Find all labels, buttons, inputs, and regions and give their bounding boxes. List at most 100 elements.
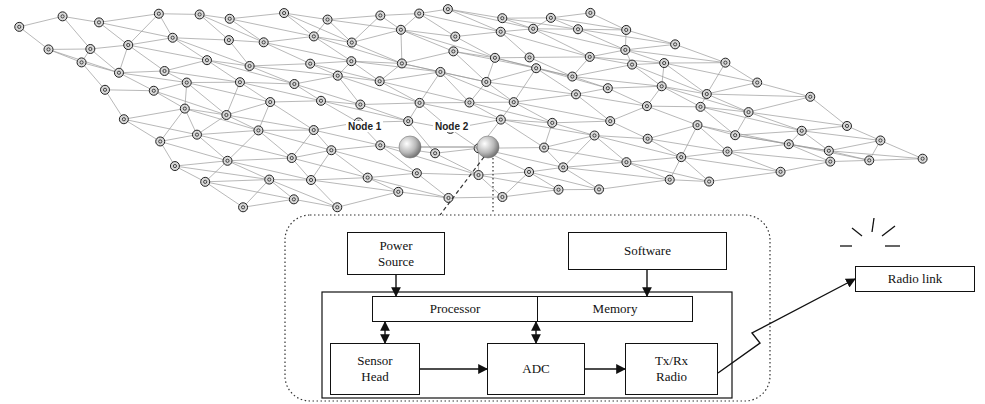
- mesh-node: [86, 44, 95, 53]
- mesh-link: [269, 180, 337, 208]
- mesh-node-mark: [454, 35, 457, 38]
- mesh-node: [307, 176, 316, 185]
- mesh-link: [331, 145, 380, 150]
- mesh-link: [258, 130, 313, 131]
- mesh-node: [327, 146, 336, 155]
- mesh-node-mark: [89, 47, 92, 50]
- mesh-link: [119, 71, 165, 73]
- mesh-node: [642, 102, 651, 111]
- mesh-node-mark: [535, 67, 538, 70]
- mesh-node-mark: [527, 170, 530, 173]
- mesh-node-mark: [163, 69, 166, 72]
- mesh-node-mark: [660, 85, 663, 88]
- mesh-node-mark: [845, 124, 848, 127]
- mesh-node: [309, 32, 318, 41]
- mesh-link: [610, 106, 647, 121]
- mesh-node-mark: [756, 81, 759, 84]
- mesh-link: [207, 60, 294, 84]
- mesh-node-mark: [624, 48, 627, 51]
- mesh-node: [149, 86, 158, 95]
- mesh-node-mark: [228, 17, 231, 20]
- mesh-node: [280, 9, 289, 18]
- mesh-node-mark: [226, 159, 229, 162]
- mesh-node-mark: [269, 100, 272, 103]
- mesh-node: [784, 140, 793, 149]
- mesh-link: [576, 94, 647, 106]
- mesh-node-mark: [868, 159, 871, 162]
- mesh-node: [723, 147, 732, 156]
- mesh-node-mark: [18, 25, 21, 28]
- mesh-link: [448, 9, 533, 29]
- mesh-link: [529, 172, 558, 190]
- connector-arrow: [384, 322, 385, 343]
- mesh-node-mark: [439, 70, 442, 73]
- mesh-node: [490, 53, 499, 62]
- mesh-node: [449, 47, 458, 56]
- mesh-node-mark: [397, 190, 400, 193]
- mesh-link: [227, 161, 269, 180]
- mesh-link: [455, 37, 495, 58]
- memory-box: Memory: [537, 296, 693, 322]
- mesh-link: [99, 22, 173, 37]
- connector-arrow: [535, 322, 536, 343]
- mesh-node: [317, 96, 326, 105]
- mesh-link: [419, 14, 501, 32]
- mesh-node-mark: [593, 134, 596, 137]
- box-text: Memory: [593, 301, 638, 317]
- mesh-link: [352, 43, 402, 64]
- mesh-node: [797, 126, 806, 135]
- mesh-link: [63, 16, 91, 49]
- mesh-node-mark: [625, 161, 628, 164]
- mesh-node: [574, 25, 583, 34]
- mesh-node: [15, 22, 24, 31]
- mesh-node-mark: [501, 195, 504, 198]
- mesh-node-mark: [562, 166, 565, 169]
- mesh-node-mark: [674, 43, 677, 46]
- mesh-node: [824, 146, 833, 155]
- mesh-link: [830, 160, 869, 161]
- mesh-link: [264, 42, 311, 63]
- mesh-node: [585, 52, 594, 61]
- mesh-link: [207, 60, 250, 66]
- mesh-link: [240, 82, 321, 101]
- mesh-link: [551, 13, 590, 18]
- mesh-node-mark: [418, 12, 421, 15]
- mesh-link: [420, 72, 441, 103]
- mesh-link: [352, 30, 401, 43]
- mesh-node: [201, 177, 210, 186]
- mesh-link: [338, 76, 361, 105]
- mesh-node-mark: [597, 188, 600, 191]
- mesh-link: [502, 172, 529, 197]
- mesh-node: [431, 149, 440, 158]
- mesh-node-mark: [268, 178, 271, 181]
- mesh-link: [207, 60, 240, 82]
- mesh-link: [626, 157, 681, 162]
- mesh-link: [647, 106, 698, 125]
- mesh-link: [165, 60, 207, 71]
- radio-box: Tx/Rx Radio: [625, 343, 718, 395]
- mesh-link: [681, 152, 727, 158]
- mesh-link: [310, 64, 379, 82]
- mesh-link: [420, 102, 470, 103]
- mesh-link: [368, 178, 449, 198]
- mesh-link: [292, 158, 368, 178]
- mesh-node-mark: [262, 41, 265, 44]
- mesh-link: [380, 14, 419, 16]
- mesh-node: [222, 111, 231, 120]
- mesh-link: [240, 82, 270, 102]
- mesh-link: [728, 152, 831, 162]
- mesh-node-mark: [195, 133, 198, 136]
- mesh-node-mark: [198, 13, 201, 16]
- mesh-link: [226, 115, 258, 130]
- mesh-node-mark: [326, 18, 329, 21]
- mesh-node: [498, 14, 507, 23]
- mesh-node: [376, 141, 385, 150]
- mesh-link: [294, 84, 360, 105]
- mesh-node-mark: [282, 11, 285, 14]
- mesh-link: [533, 28, 578, 29]
- mesh-node: [356, 100, 365, 109]
- mesh-node: [195, 10, 204, 19]
- mesh-link: [197, 115, 226, 135]
- mesh-node-mark: [330, 149, 333, 152]
- mesh-link: [536, 68, 608, 88]
